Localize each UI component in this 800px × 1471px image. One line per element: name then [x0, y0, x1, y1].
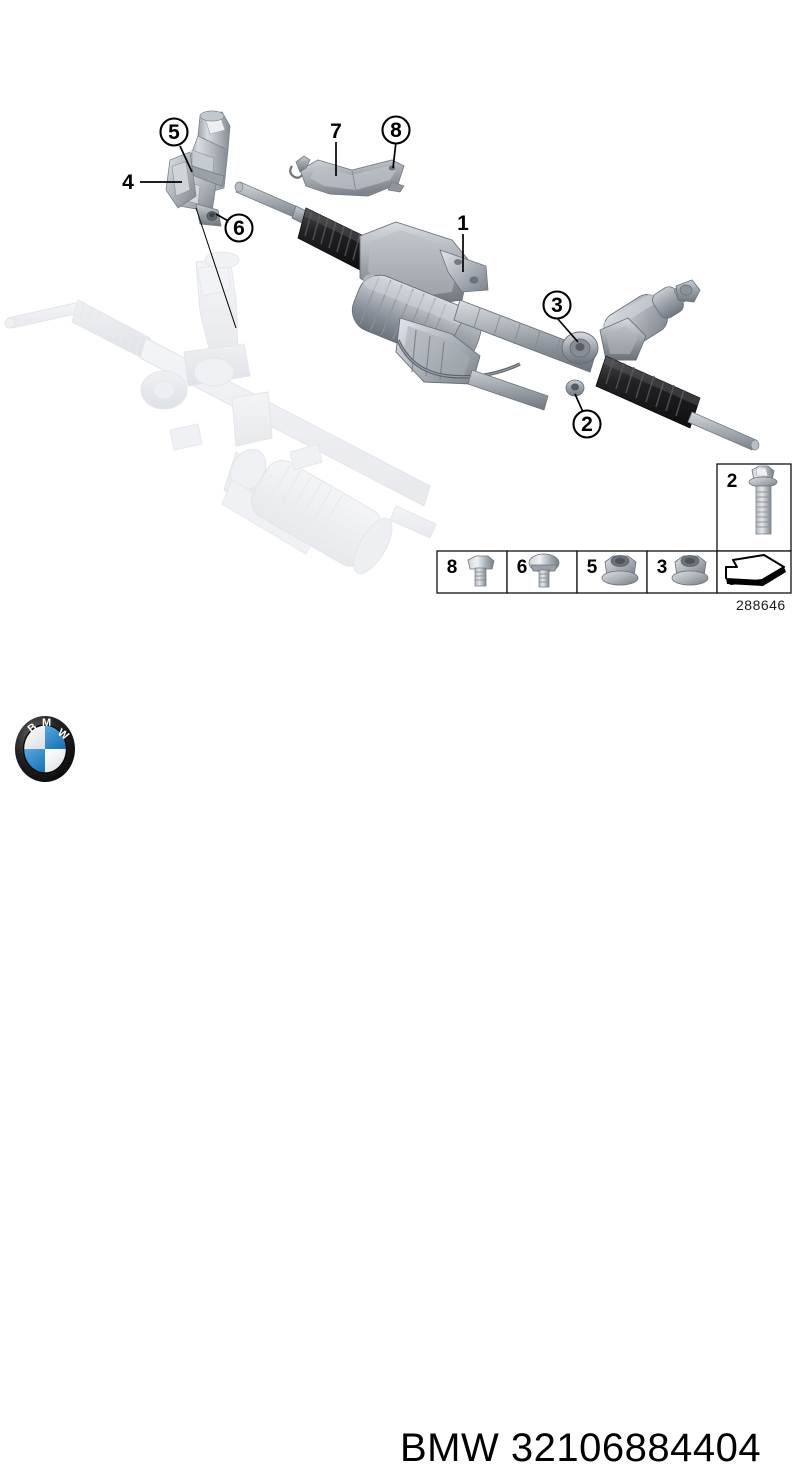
callout-3-ring	[542, 290, 572, 320]
drawing-number: 288646	[736, 597, 786, 613]
legend-item-2: 2	[716, 463, 792, 552]
right-bellows-boot	[595, 355, 701, 429]
legend-8-label: 8	[447, 557, 458, 578]
callout-7: 7	[330, 120, 342, 143]
steering-column-coupling-shaft	[165, 110, 231, 227]
callout-6-label: 6	[233, 217, 245, 240]
callout-4: 4	[122, 171, 134, 194]
callout-1: 1	[457, 212, 469, 235]
footer: B M W BMW 32106884404	[0, 700, 800, 1470]
parts-diagram-canvas: 1 2 3 4 5 6 7 8	[0, 110, 800, 1470]
callout-layer: 1 2 3 4 5 6 7 8	[122, 115, 602, 439]
legend-item-6: 6	[506, 550, 578, 594]
callout-3: 3	[542, 290, 572, 320]
hex-bolt-icon	[467, 555, 495, 587]
hex-flange-bolt-icon	[528, 553, 560, 588]
callout-2-ring	[572, 409, 602, 439]
legend-3-label: 3	[657, 557, 668, 578]
heat-shield	[289, 155, 405, 197]
ghosted-assembly-layer	[4, 251, 437, 574]
callout-8-label: 8	[390, 119, 402, 142]
right-tie-rod	[687, 411, 760, 451]
callout-4-label: 4	[122, 171, 134, 194]
callout-5-label: 5	[168, 121, 180, 144]
assembly-reference-line	[195, 207, 237, 329]
callout-3-label: 3	[551, 294, 563, 317]
legend-item-8: 8	[436, 550, 508, 594]
callout-8: 8	[381, 115, 411, 145]
callout-5: 5	[159, 117, 189, 147]
svg-text:M: M	[42, 717, 51, 729]
callout-2-label: 2	[581, 413, 593, 436]
ghost-steering-gear	[4, 251, 437, 574]
leader-3	[556, 317, 579, 343]
part-number-label: BMW 32106884404	[400, 1426, 762, 1470]
view-direction-arrow-box	[716, 550, 792, 594]
flange-nut-icon-2	[671, 555, 709, 586]
leader-8	[392, 141, 397, 169]
leader-5	[179, 145, 193, 173]
leader-lines	[140, 141, 584, 413]
leader-2	[574, 393, 584, 413]
callout-1-label: 1	[457, 212, 469, 235]
flange-nut-icon	[601, 555, 639, 586]
legend-item-3: 3	[646, 550, 718, 594]
steering-gear-housing	[351, 221, 597, 411]
callout-8-ring	[381, 115, 411, 145]
main-assembly-layer	[165, 110, 760, 451]
legend-5-label: 5	[587, 557, 598, 578]
bmw-roundel-logo: B M W	[15, 716, 75, 782]
legend-item-5: 5	[576, 550, 648, 594]
legend-2-label: 2	[727, 471, 738, 492]
legend-6-label: 6	[517, 557, 528, 578]
callout-6: 6	[224, 213, 254, 243]
pinion-valve-housing	[561, 279, 701, 397]
callout-7-label: 7	[330, 120, 342, 143]
long-bolt-icon	[748, 465, 778, 535]
fastener-legend: 8 6 5	[436, 463, 792, 613]
callout-5-ring	[159, 117, 189, 147]
callout-2: 2	[572, 409, 602, 439]
callout-6-ring	[224, 213, 254, 243]
